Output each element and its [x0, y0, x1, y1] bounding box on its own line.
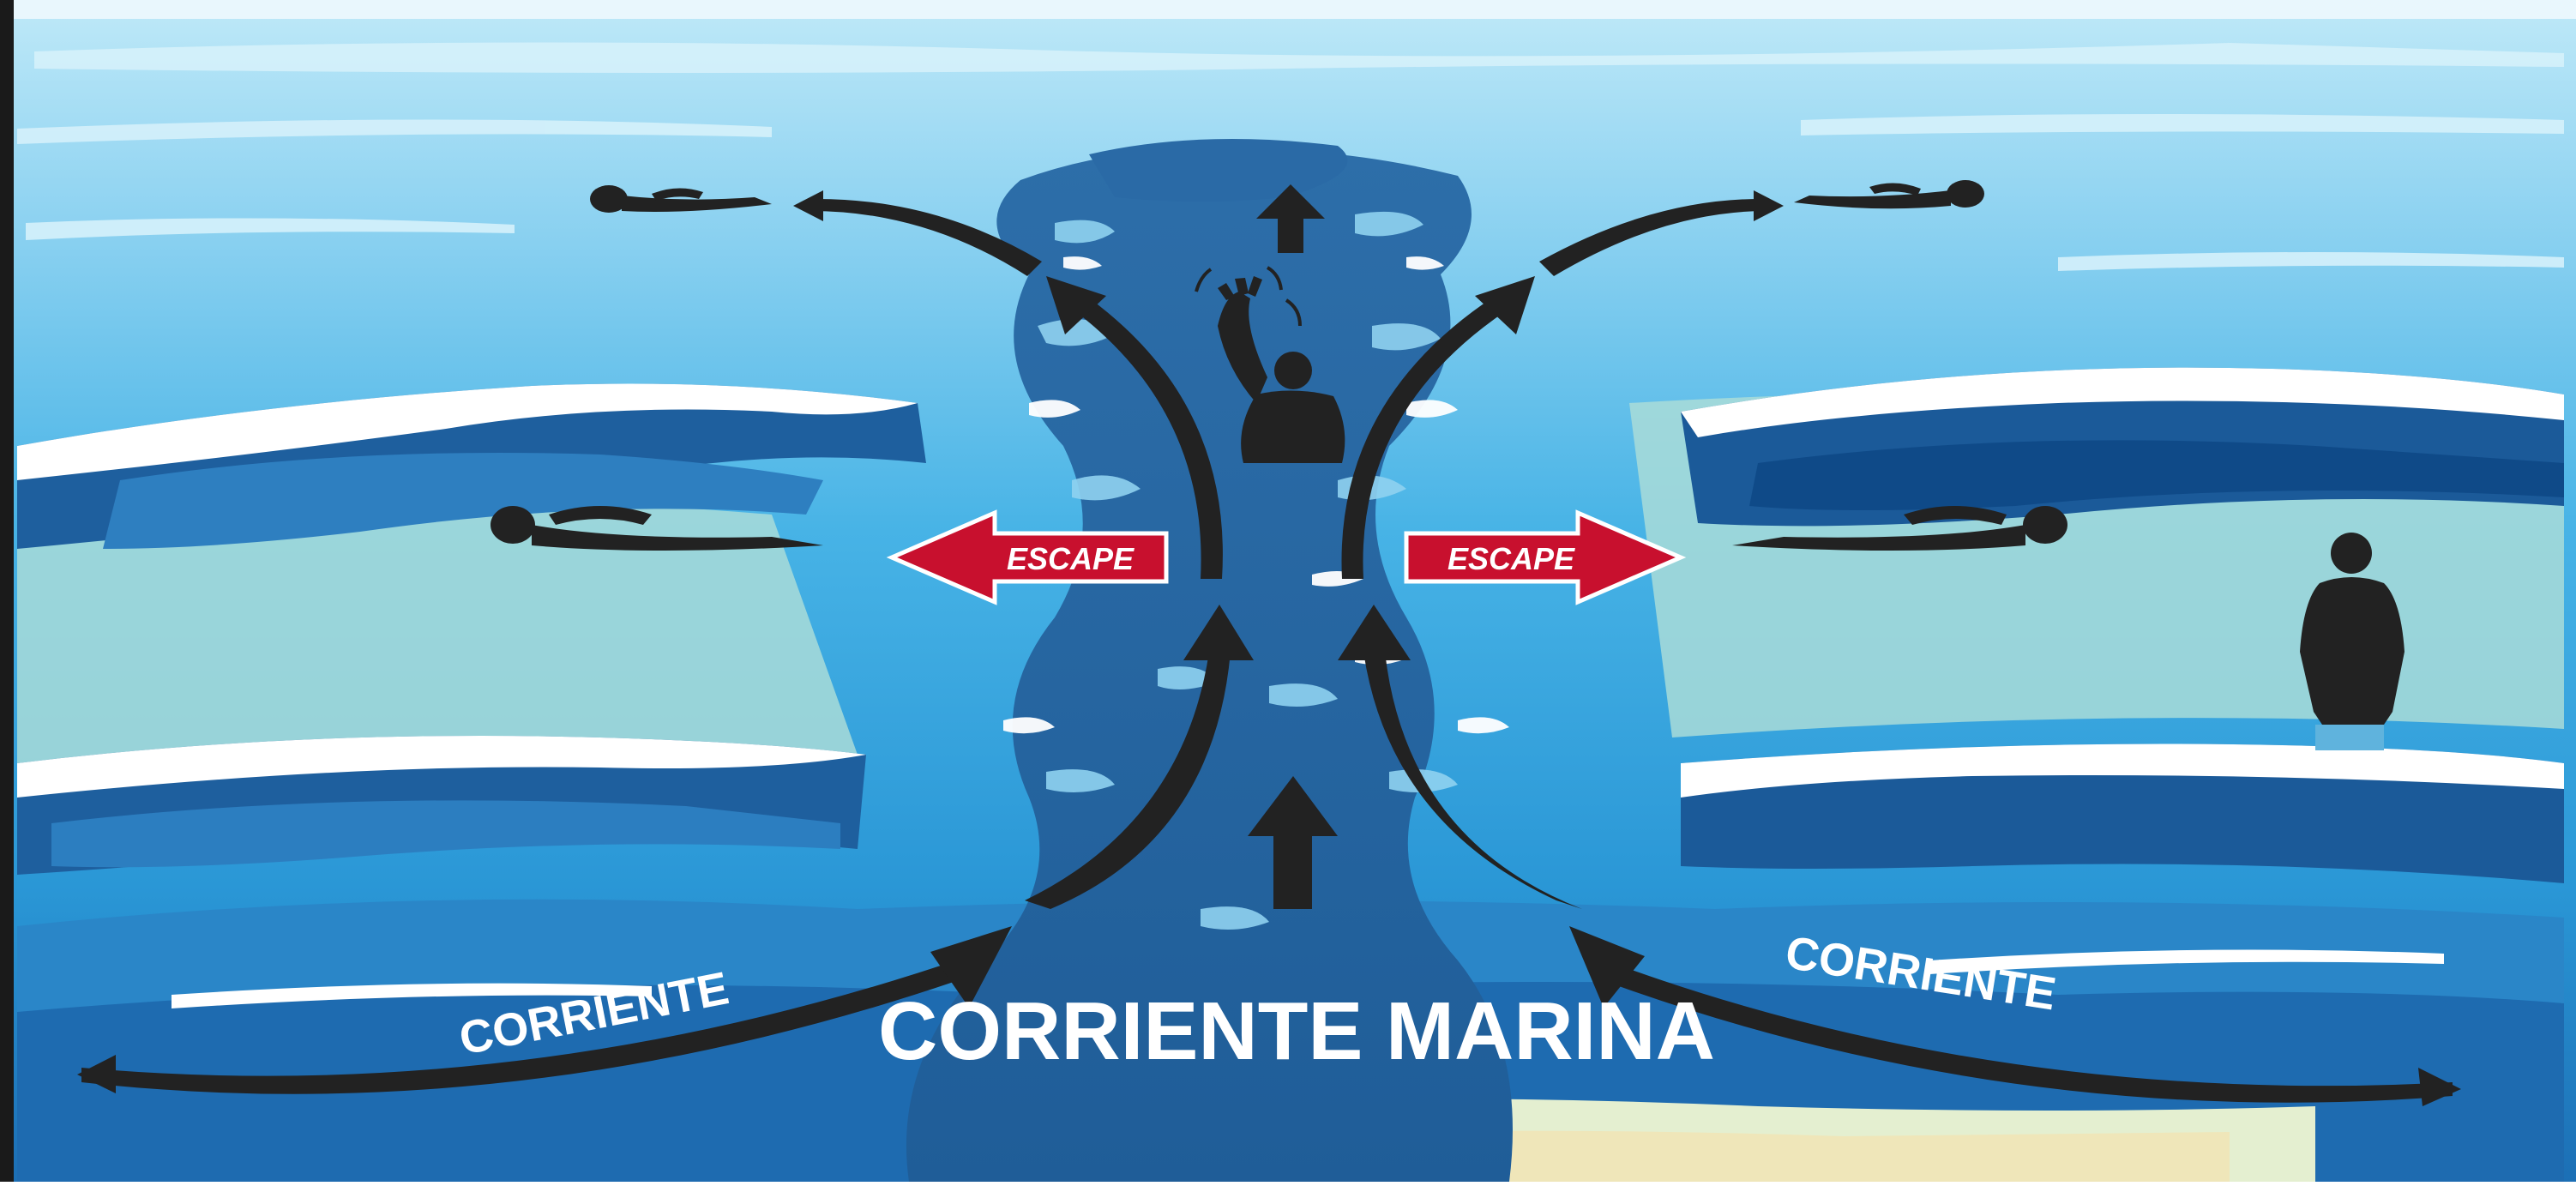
wave-band-left-lower [17, 736, 866, 875]
flow-arrows [77, 184, 2461, 1106]
top-border [0, 0, 2576, 19]
swimmer-icon [1794, 180, 1984, 209]
flow-arrow-icon [1539, 190, 1784, 276]
silhouettes [491, 180, 2404, 750]
main-title: CORRIENTE MARINA [878, 985, 1715, 1077]
waving-swimmer-icon [1195, 266, 1345, 463]
left-border [0, 0, 14, 1182]
wave-band-right-upper [1681, 367, 2564, 527]
standing-person-icon [2300, 533, 2404, 750]
flow-arrow-icon [81, 926, 1012, 1094]
flow-arrow-icon [1338, 605, 1582, 909]
swimmer-icon [491, 506, 823, 551]
escape-arrow-icon [1404, 509, 1687, 605]
escape-label-left: ESCAPE [1007, 541, 1135, 576]
escape-label-right: ESCAPE [1447, 541, 1575, 576]
escape-arrow-right: ESCAPE [1404, 509, 1687, 605]
swimmer-icon [1732, 506, 2067, 551]
flow-arrow-icon [1248, 776, 1338, 909]
horizon-streaks [17, 42, 2564, 271]
flow-arrow-icon [1256, 184, 1325, 253]
flow-arrow-icon [793, 190, 1042, 276]
flow-arrow-icon [1046, 276, 1223, 579]
wave-band-right-lower [1681, 744, 2564, 883]
flow-arrow-icon [1341, 276, 1535, 579]
escape-arrow-left: ESCAPE [886, 509, 1169, 605]
swimmer-icon [590, 185, 772, 213]
flow-arrow-icon [1025, 605, 1254, 909]
escape-arrow-icon [886, 509, 1169, 605]
wave-band-left-upper [17, 383, 926, 549]
flow-arrow-icon [1569, 926, 2453, 1103]
